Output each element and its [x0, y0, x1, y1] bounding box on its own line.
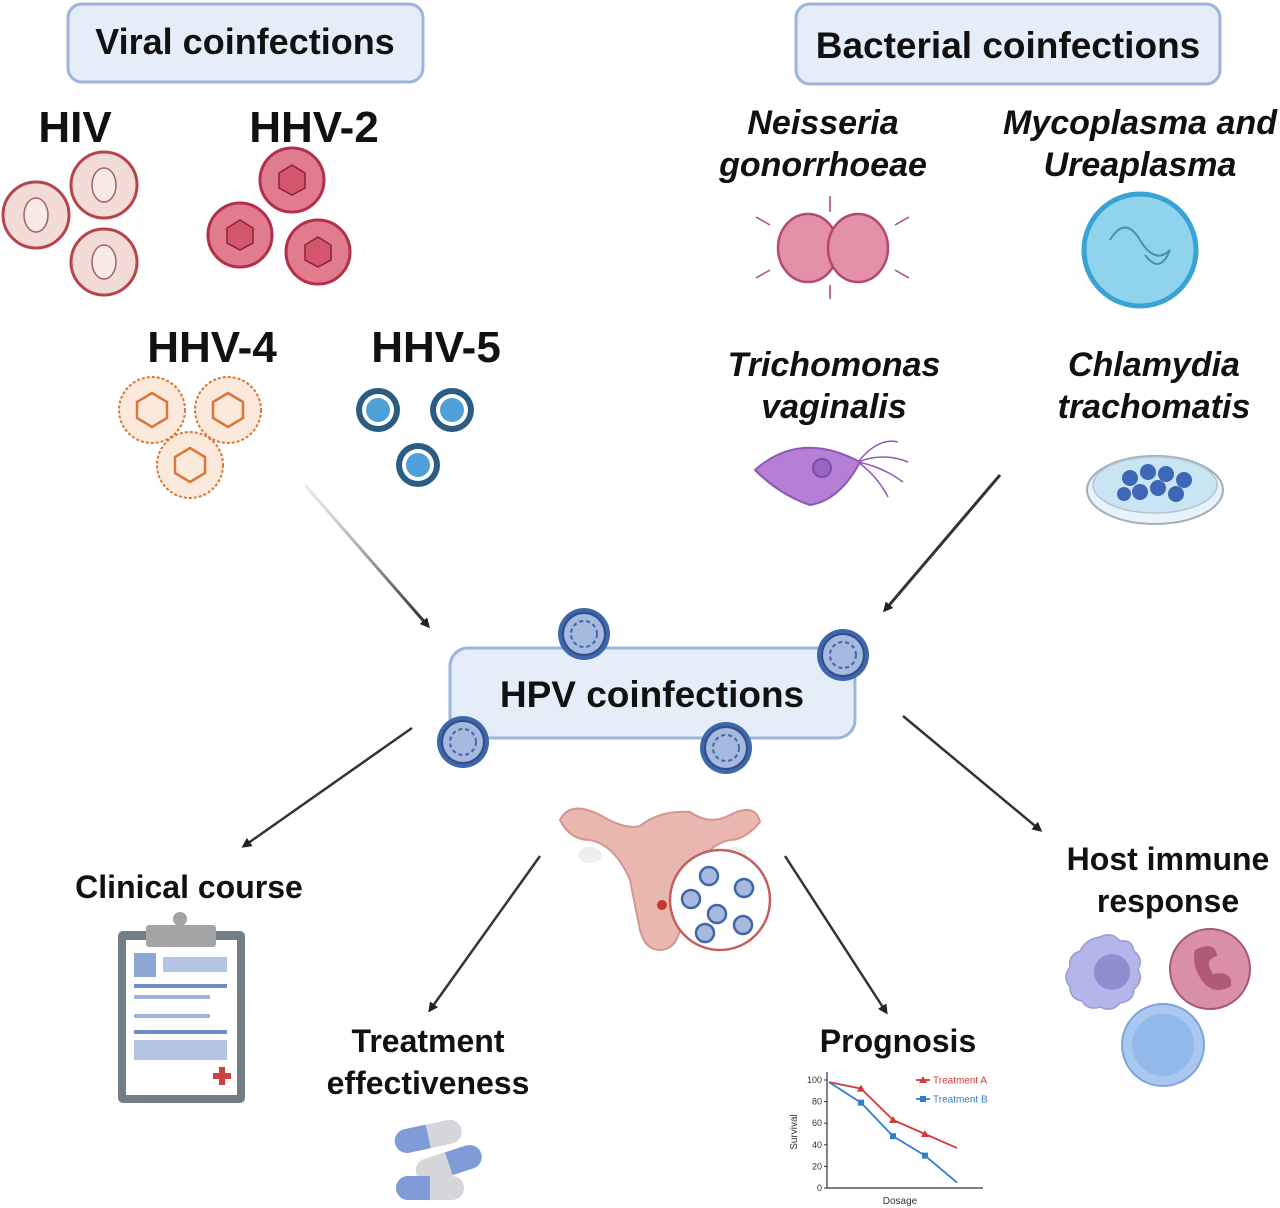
mycoplasma-cell-icon	[1081, 191, 1199, 309]
arrow-to-prognosis	[783, 855, 888, 1015]
arrow-viral-to-hpv	[303, 484, 430, 629]
chart-legend-label: Treatment B	[933, 1095, 988, 1106]
hhv4-virus-icon	[118, 376, 262, 499]
outcome-label-clinical-course: Clinical course	[75, 869, 303, 905]
chart-legend-marker	[920, 1096, 926, 1102]
chart-y-tick-label: 100	[807, 1075, 822, 1085]
chart-legend-marker	[919, 1076, 927, 1083]
outcome-label-prognosis: Prognosis	[820, 1023, 976, 1059]
chart-point	[890, 1133, 896, 1140]
arrow-to-immune-response	[902, 715, 1043, 832]
uterus-icon	[558, 807, 762, 952]
outcome-label-treatment-2: effectiveness	[327, 1065, 530, 1101]
hpv-magnified-circle-icon	[668, 848, 772, 952]
hhv5-virus-icon	[356, 388, 474, 487]
bacteria-label-chlamydia-2: trachomatis	[1058, 388, 1251, 426]
chart-point	[857, 1084, 865, 1092]
trichomonas-icon	[753, 440, 909, 507]
clipboard-icon	[118, 912, 245, 1103]
bacteria-label-trichomonas-1: Trichomonas	[728, 346, 941, 384]
bacterial-header-box: Bacterial coinfections	[794, 2, 1222, 86]
capsules-icon	[394, 1119, 482, 1200]
lymphocyte-icon	[1121, 1003, 1205, 1087]
bacteria-label-neisseria-2: gonorrhoeae	[718, 146, 927, 184]
neutrophil-icon	[1169, 928, 1251, 1010]
chart-y-tick-label: 60	[812, 1118, 822, 1128]
viral-header-title: Viral coinfections	[95, 21, 394, 62]
petri-dish-icon	[1086, 455, 1224, 525]
chart-y-tick-label: 0	[817, 1183, 822, 1193]
viral-header-box: Viral coinfections	[66, 2, 425, 84]
bacteria-label-chlamydia-1: Chlamydia	[1068, 346, 1240, 384]
outcome-label-immune-2: response	[1097, 883, 1239, 919]
immune-cells-icon	[1065, 928, 1251, 1087]
outcome-label-treatment-1: Treatment	[352, 1023, 505, 1059]
bacteria-label-neisseria-1: Neisseria	[747, 104, 898, 142]
chart-xlabel: Dosage	[883, 1196, 918, 1207]
macrophage-icon	[1065, 934, 1141, 1010]
chart-point	[921, 1130, 929, 1137]
bacteria-label-mycoplasma-2: Ureaplasma	[1044, 146, 1237, 184]
hpv-center-box: HPV coinfections	[448, 646, 857, 740]
chart-point	[889, 1115, 897, 1123]
chart-y-tick-label: 80	[812, 1097, 822, 1107]
virus-label-hiv: HIV	[38, 103, 112, 152]
outcome-label-immune-1: Host immune	[1067, 841, 1270, 877]
chart-point	[922, 1152, 928, 1159]
chart-legend-label: Treatment A	[933, 1076, 987, 1087]
bacteria-label-trichomonas-2: vaginalis	[761, 388, 907, 426]
hpv-center-title: HPV coinfections	[500, 674, 804, 715]
hhv2-virus-icon	[206, 146, 352, 286]
virus-label-hhv5: HHV-5	[371, 323, 501, 372]
arrow-to-clinical-course	[241, 726, 413, 848]
arrow-to-treatment	[428, 855, 542, 1013]
chart-y-tick-label: 40	[812, 1140, 822, 1150]
hiv-virus-icon	[1, 150, 139, 297]
arrow-bacterial-to-hpv	[883, 474, 1002, 613]
chart-point	[858, 1099, 864, 1106]
virus-label-hhv4: HHV-4	[147, 323, 277, 372]
chart-y-tick-label: 20	[812, 1161, 822, 1171]
bacterial-header-title: Bacterial coinfections	[816, 25, 1201, 66]
virus-label-hhv2: HHV-2	[249, 103, 379, 152]
bacteria-label-mycoplasma-1: Mycoplasma and	[1003, 104, 1278, 142]
prognosis-survival-chart: Survival Dosage 0 20 40 60 80 100 Treatment A T…	[789, 1072, 988, 1207]
diplococcus-icon	[755, 196, 910, 299]
chart-ylabel: Survival	[789, 1114, 800, 1150]
